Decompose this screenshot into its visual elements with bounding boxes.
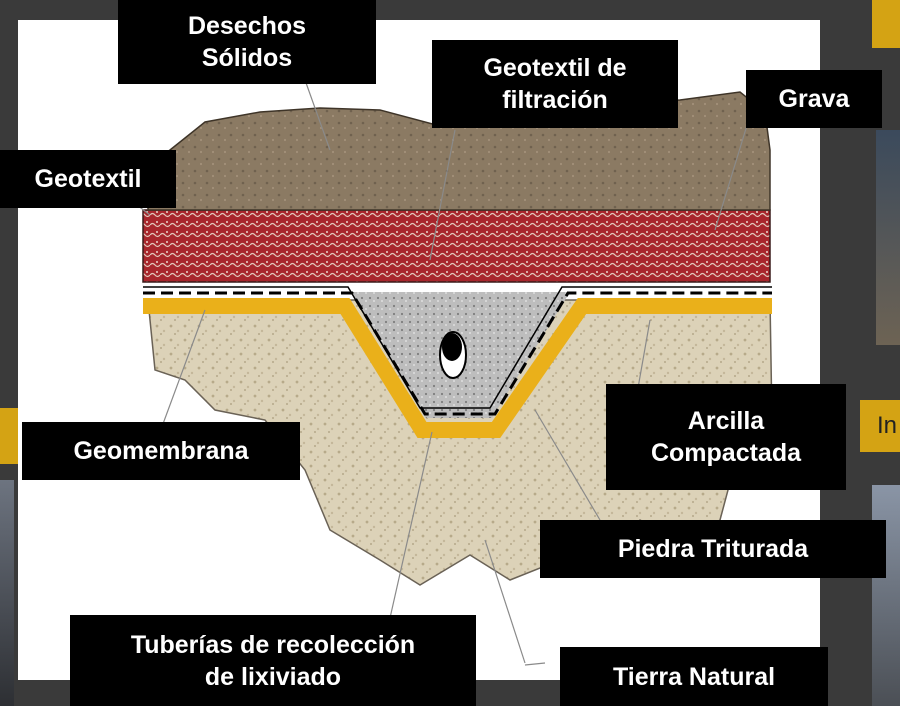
label-desechos-solidos: DesechosSólidos (118, 0, 376, 84)
label-geomembrana: Geomembrana (22, 422, 300, 480)
label-geotextil-filtracion: Geotextil defiltración (432, 40, 678, 128)
label-piedra-triturada: Piedra Triturada (540, 520, 886, 578)
label-tuberias-lixiviado: Tuberías de recolecciónde lixiviado (70, 615, 476, 706)
label-geotextil: Geotextil (0, 150, 176, 208)
label-grava: Grava (746, 70, 882, 128)
label-tierra-natural: Tierra Natural (560, 647, 828, 706)
gravel-layer (143, 210, 770, 282)
label-arcilla-compactada: ArcillaCompactada (606, 384, 846, 490)
